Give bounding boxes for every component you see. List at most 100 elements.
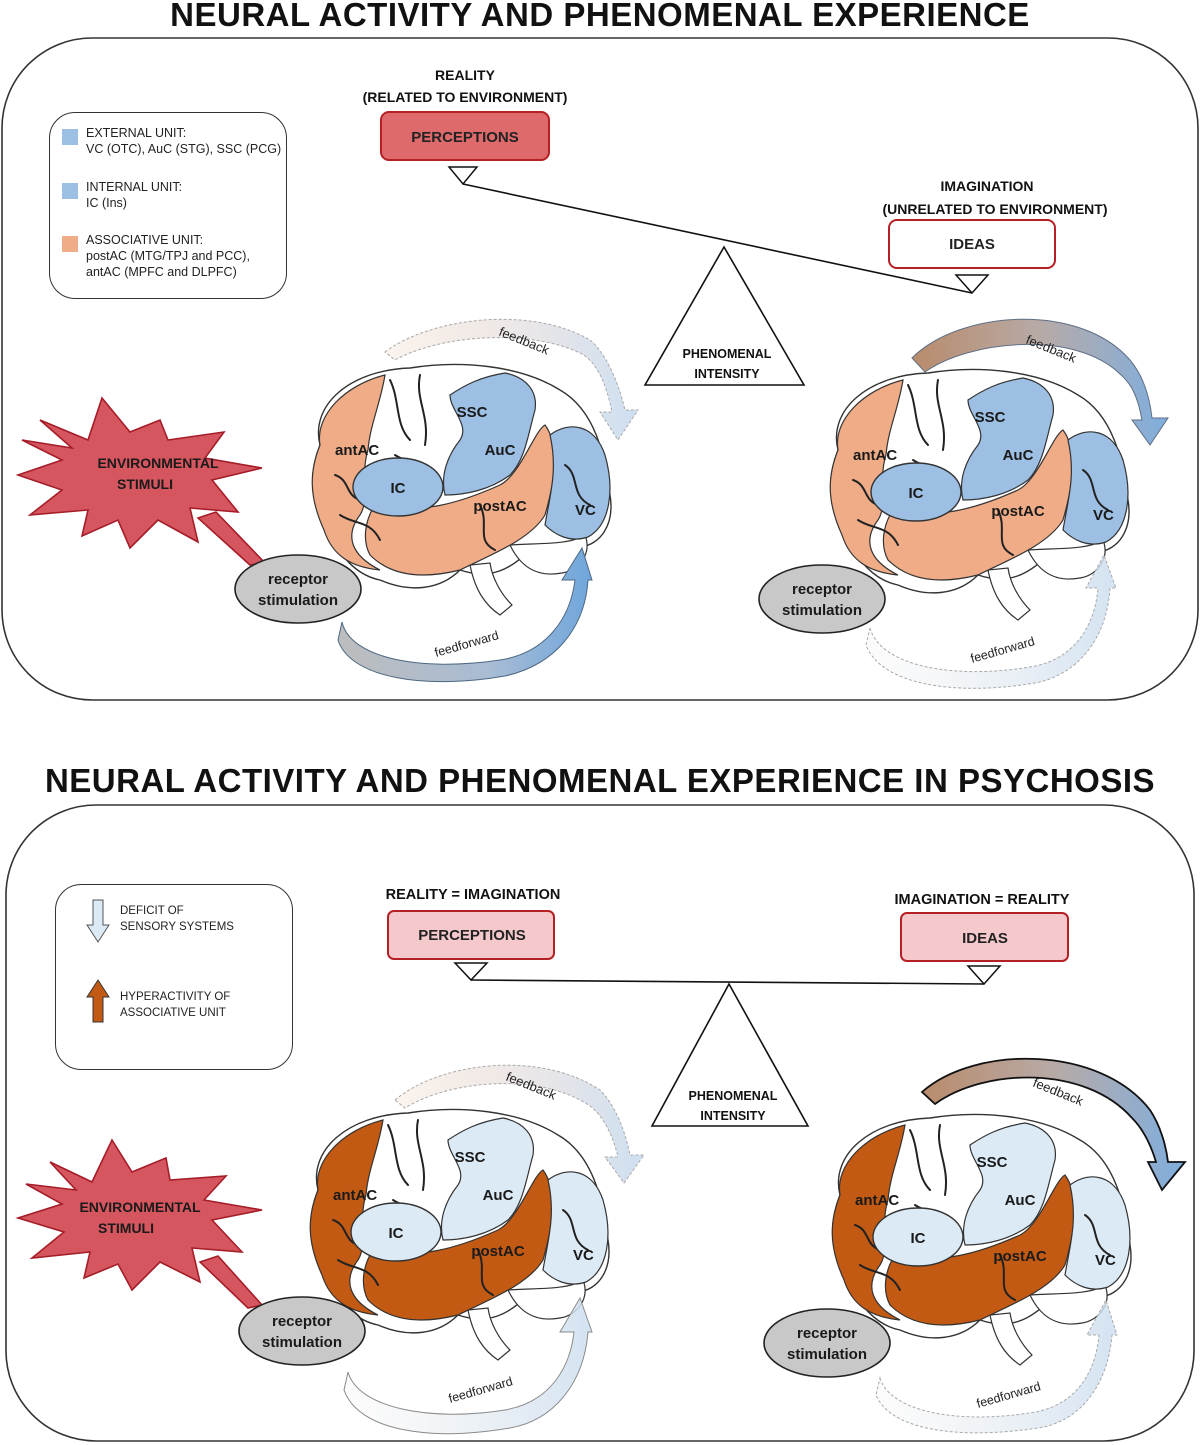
- legend-associative-detail-1: postAC (MTG/TPJ and PCC),: [86, 249, 250, 263]
- associative-unit-swatch: [62, 236, 78, 252]
- panel1-left-receptor-line1: receptor: [268, 571, 328, 588]
- postAC-region: [884, 1174, 1075, 1326]
- panel2-left-feedback-arrow: [394, 1064, 645, 1184]
- vc-label: VC: [573, 1247, 594, 1264]
- auc-label: AuC: [1005, 1192, 1036, 1209]
- vc-label: VC: [575, 502, 596, 519]
- sulcus-line: [909, 1129, 931, 1191]
- panel1-perceptions-label: PERCEPTIONS: [411, 129, 519, 146]
- ssc-auc-region: [442, 372, 536, 496]
- panel1-left-receptor-line2: stimulation: [258, 592, 338, 609]
- vc-label: VC: [1095, 1252, 1116, 1269]
- sulcus-line: [339, 514, 381, 541]
- vc-region: [542, 1171, 609, 1285]
- legend-associative-unit: ASSOCIATIVE UNIT: postAC (MTG/TPJ and PC…: [62, 232, 278, 280]
- panel1-right-feedback-arrow: [911, 318, 1169, 446]
- up-arrow-icon: [86, 979, 110, 1023]
- panel1-fulcrum-label-2: INTENSITY: [694, 367, 760, 381]
- postAC-region: [362, 1169, 553, 1321]
- antAC-label: antAC: [335, 442, 379, 459]
- panel2-balance: REALITY = IMAGINATION PERCEPTIONS IMAGIN…: [386, 887, 1070, 1127]
- panel2-perceptions-box: [387, 910, 555, 960]
- panel1-imagination-subheading: (UNRELATED TO ENVIRONMENT): [882, 201, 1107, 217]
- legend-internal-unit: INTERNAL UNIT: IC (Ins): [62, 179, 278, 211]
- panel2-right-feedback-arrow: [920, 1057, 1187, 1192]
- panel1-reality-heading: REALITY: [435, 67, 496, 83]
- sulcus-line: [1082, 469, 1109, 511]
- internal-unit-swatch: [62, 183, 78, 199]
- antAC-region: [831, 1124, 906, 1321]
- panel2-title: NEURAL ACTIVITY AND PHENOMENAL EXPERIENC…: [44, 762, 1156, 799]
- antAC-region: [311, 374, 386, 571]
- ic-label: IC: [391, 480, 406, 497]
- panel1-environmental-stimuli: ENVIRONMENTAL STIMULI: [15, 396, 267, 566]
- ic-region: [350, 1202, 442, 1262]
- panel1-right-receptor-line1: receptor: [792, 581, 852, 598]
- panel2-fulcrum-label-1: PHENOMENAL: [689, 1089, 778, 1103]
- panel1-brain-perception: antAC IC SSC AuC postAC VC: [311, 363, 612, 616]
- panel2-fulcrum-label-2: INTENSITY: [700, 1109, 766, 1123]
- ic-region: [870, 462, 962, 522]
- panel2-left-receptor: receptor stimulation: [238, 1296, 366, 1366]
- sulcus-line: [562, 1209, 589, 1251]
- panel2-right-feedforward-label: feedforward: [975, 1379, 1042, 1411]
- panel2-reality-heading: REALITY = IMAGINATION: [386, 887, 561, 903]
- panel2-left-feedforward-label: feedforward: [447, 1374, 514, 1406]
- panel1-left-feedforward-label: feedforward: [433, 628, 500, 660]
- panel2-stimuli-line2: STIMULI: [98, 1220, 154, 1236]
- panel2-balance-beam: [470, 979, 985, 985]
- panel1-stimuli-line2: STIMULI: [117, 476, 173, 492]
- sulcus-line: [997, 509, 1014, 556]
- auc-label: AuC: [485, 442, 516, 459]
- sulcus-line: [479, 504, 496, 551]
- ic-label: IC: [389, 1225, 404, 1242]
- sulcus-line: [936, 379, 945, 451]
- panel2-right-pan-triangle: [966, 965, 1002, 986]
- postAC-label: postAC: [991, 503, 1044, 520]
- panel1-balance: REALITY (RELATED TO ENVIRONMENT) PERCEPT…: [363, 67, 1108, 386]
- panel2-left-receptor-line1: receptor: [272, 1313, 332, 1330]
- panel2-ideas-label: IDEAS: [962, 930, 1008, 947]
- ssc-auc-region: [960, 377, 1054, 501]
- ic-label: IC: [909, 485, 924, 502]
- legend-internal-title: INTERNAL UNIT:: [86, 180, 183, 194]
- panel2-left-receptor-line2: stimulation: [262, 1334, 342, 1351]
- sulcus-line: [857, 519, 899, 546]
- legend-deficit-line2: SENSORY SYSTEMS: [120, 921, 234, 933]
- panel1-left-feedforward-arrow: [337, 546, 593, 683]
- legend-hyper-line1: HYPERACTIVITY OF: [120, 991, 231, 1003]
- legend-external-title: EXTERNAL UNIT:: [86, 126, 187, 140]
- panel2-stimuli-line1: ENVIRONMENTAL: [79, 1199, 201, 1215]
- ic-label: IC: [911, 1230, 926, 1247]
- panel2-right-receptor: receptor stimulation: [763, 1308, 891, 1378]
- ic-region: [352, 457, 444, 517]
- sulcus-line: [477, 1249, 494, 1296]
- panel2-perceptions-label: PERCEPTIONS: [418, 927, 526, 944]
- ssc-label: SSC: [457, 404, 488, 421]
- sulcus-line: [387, 1124, 409, 1186]
- sulcus-line: [999, 1254, 1016, 1301]
- panel1-left-feedback-arrow: [384, 318, 639, 441]
- legend-external-unit: EXTERNAL UNIT: VC (OTC), AuC (STG), SSC …: [62, 125, 281, 157]
- postAC-label: postAC: [473, 498, 526, 515]
- external-unit-swatch: [62, 129, 78, 145]
- postAC-label: postAC: [993, 1248, 1046, 1265]
- antAC-region: [829, 379, 904, 576]
- postAC-region: [882, 429, 1073, 581]
- legend-deficit: DEFICIT OF SENSORY SYSTEMS: [86, 899, 284, 943]
- panel1-right-receptor: receptor stimulation: [758, 564, 886, 634]
- panel1-fulcrum-label-1: PHENOMENAL: [683, 347, 772, 361]
- panel1-balance-beam: [462, 183, 973, 294]
- panel2-legend: DEFICIT OF SENSORY SYSTEMS HYPERACTIVITY…: [55, 884, 293, 1070]
- panel1-title: NEURAL ACTIVITY AND PHENOMENAL EXPERIENC…: [170, 0, 1030, 33]
- ssc-auc-region: [440, 1117, 534, 1241]
- panel1-right-feedforward-label: feedforward: [969, 634, 1036, 666]
- vc-region: [544, 426, 611, 540]
- panel2-left-feedforward-arrow: [343, 1296, 593, 1435]
- legend-internal-detail: IC (Ins): [86, 196, 127, 210]
- legend-associative-detail-2: antAC (MPFC and DLPFC): [86, 265, 237, 279]
